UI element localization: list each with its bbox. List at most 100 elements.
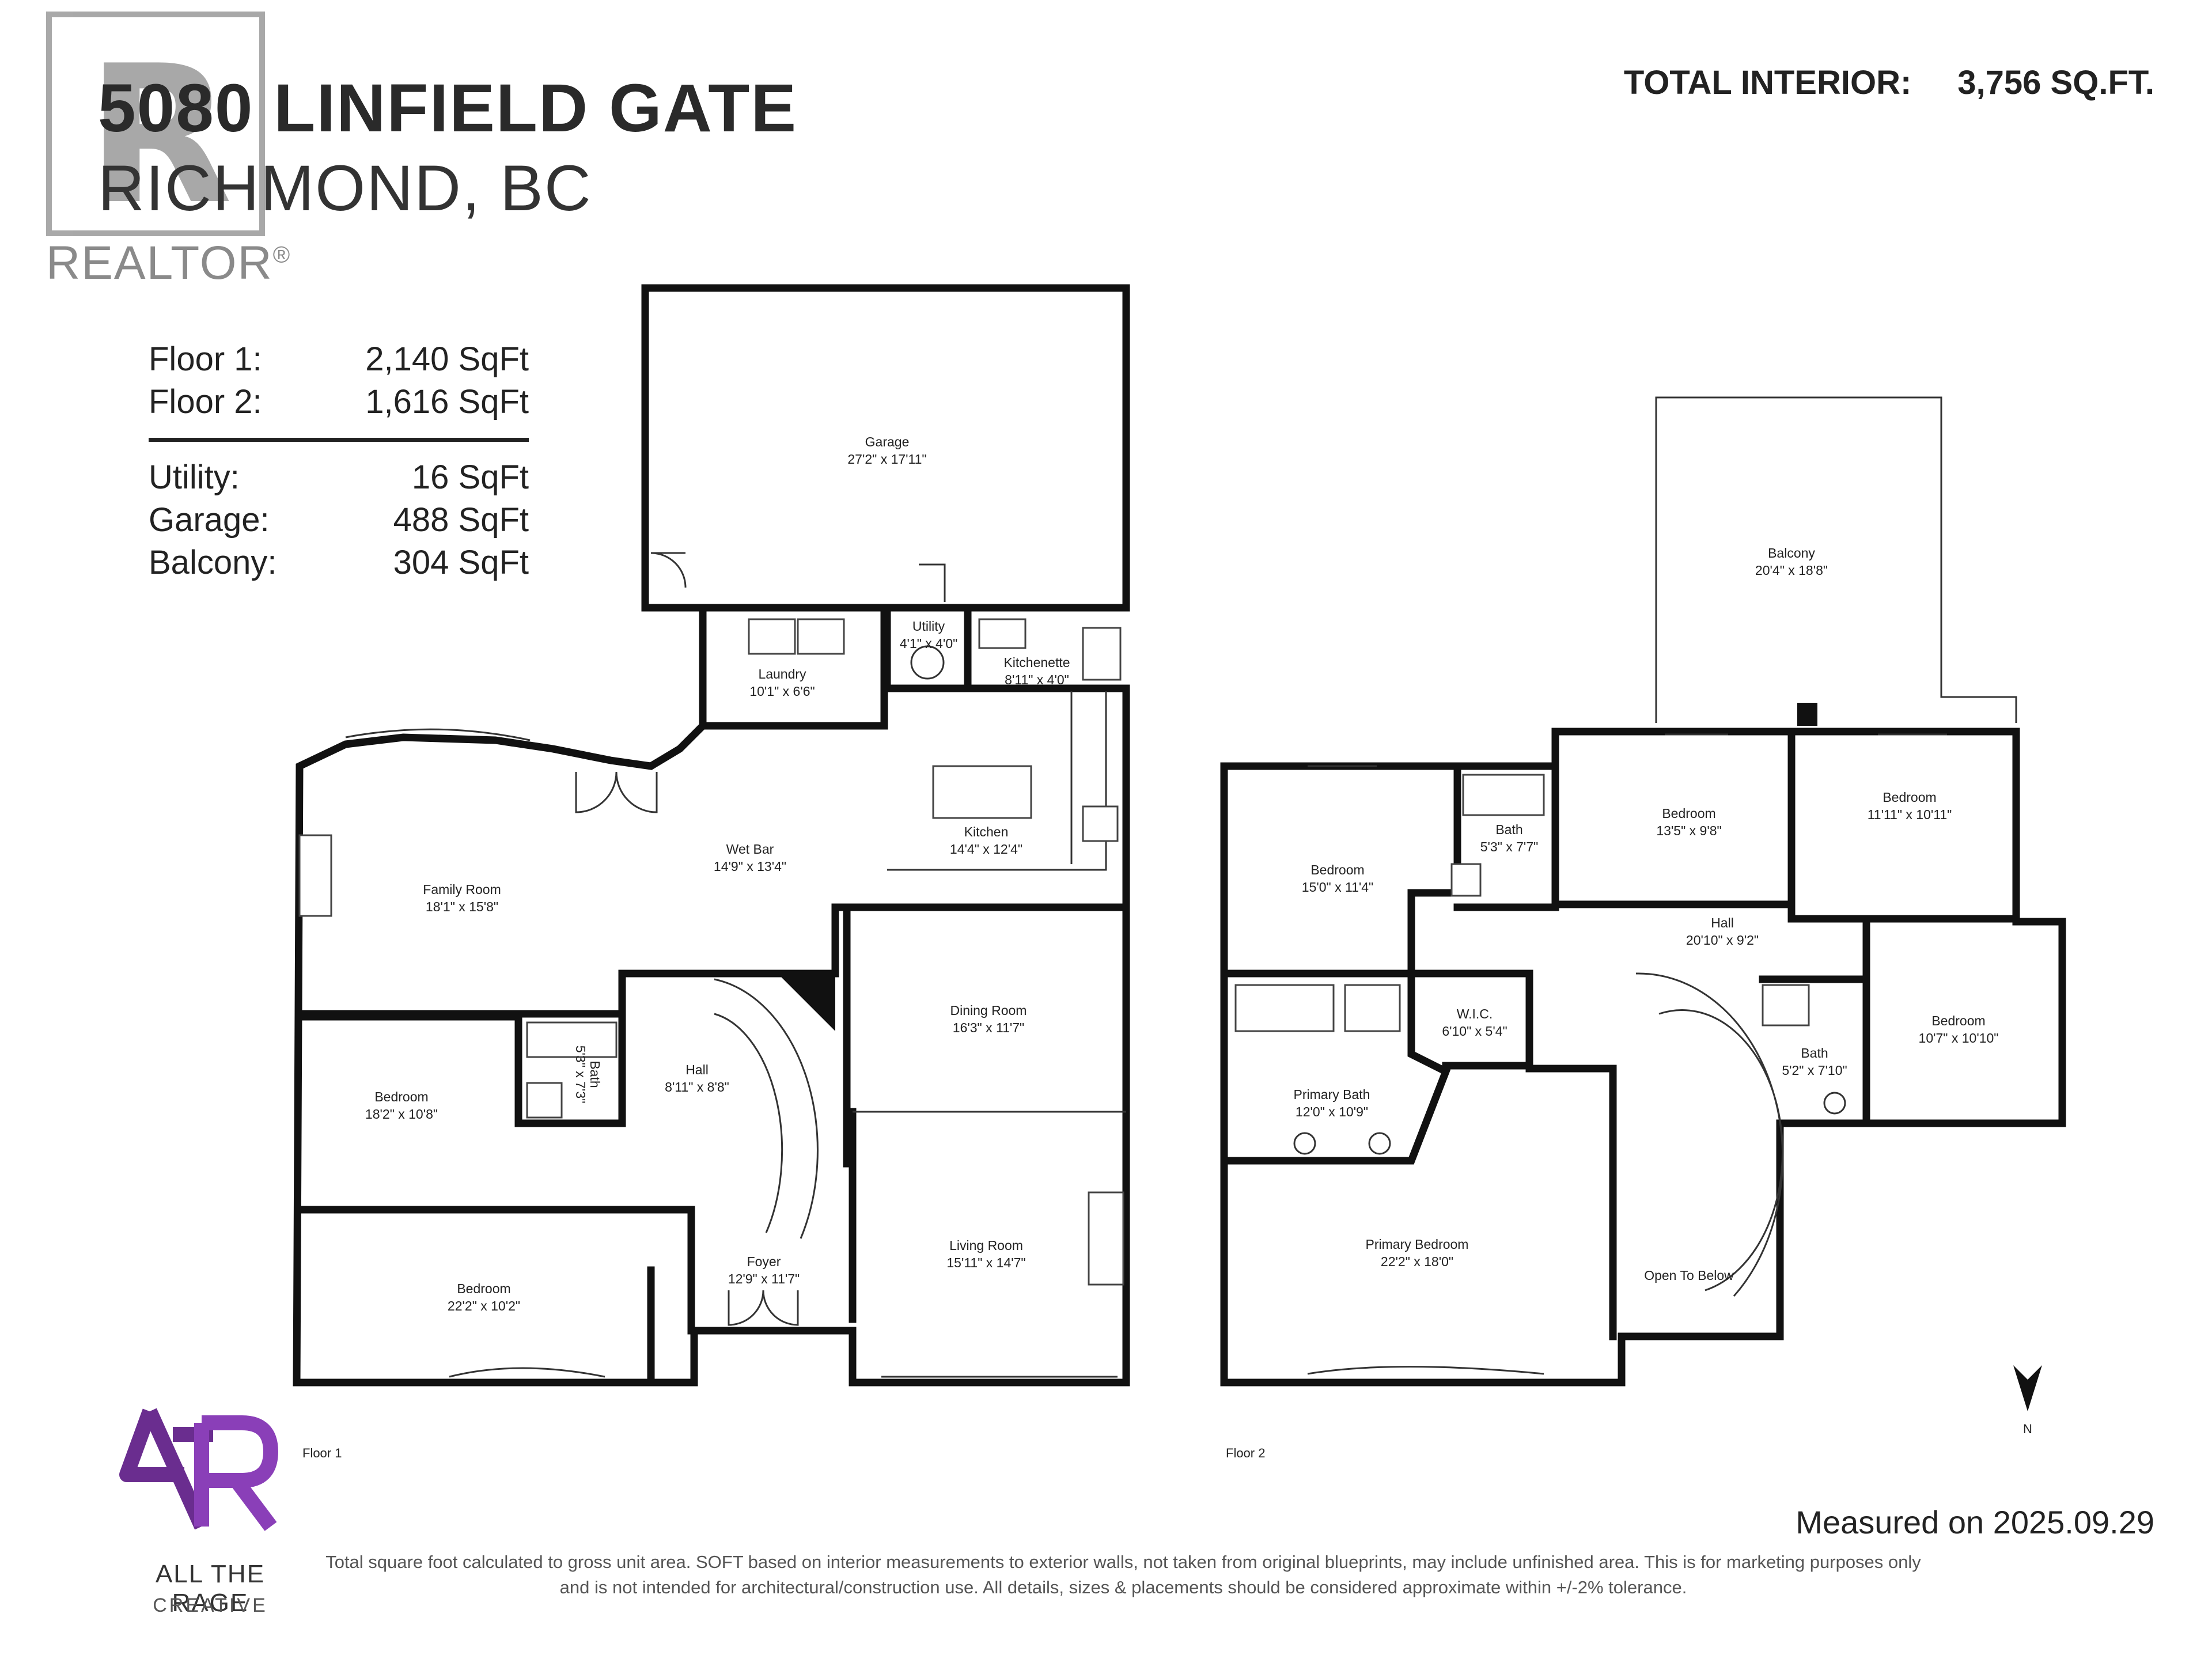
floor-2-plan: Balcony 20'4" x 18'8" Bedroom 13'5" x 9'… — [1220, 396, 2066, 1460]
fireplace-icon — [298, 834, 332, 917]
room-dims: 8'11" x 4'0" — [1005, 672, 1069, 687]
room-dims: 5'3" x 7'7" — [1480, 839, 1539, 854]
realtor-wordmark: REALTOR® — [46, 237, 291, 289]
room-dims: 20'10" x 9'2" — [1686, 933, 1759, 948]
cooktop-icon — [1082, 805, 1119, 842]
kitchen-counter — [887, 691, 1107, 871]
room-dims: 22'2" x 10'2" — [448, 1298, 520, 1313]
room-name: Primary Bath — [1294, 1087, 1370, 1102]
room-dims: 10'7" x 10'10" — [1919, 1031, 1999, 1046]
bay-window — [449, 1367, 605, 1378]
room-dims: 5'3" x 7'3" — [573, 1046, 588, 1104]
balcony-outline — [1655, 396, 2017, 723]
room-dims: 18'1" x 15'8" — [426, 899, 498, 914]
measured-date: Measured on 2025.09.29 — [1796, 1504, 2154, 1540]
toilet-icon — [526, 1082, 563, 1119]
staircase-icon — [714, 978, 819, 1239]
room-name: Open To Below — [1644, 1268, 1734, 1283]
staircase-icon — [1635, 972, 1784, 1297]
all-the-rage-logo — [119, 1408, 278, 1531]
room-dims: 12'0" x 10'9" — [1296, 1104, 1368, 1119]
room-dims: 16'3" x 11'7" — [953, 1020, 1024, 1035]
interior-wall — [1407, 969, 1533, 1070]
room-dims: 5'2" x 7'10" — [1782, 1063, 1847, 1078]
room-dims: 18'2" x 10'8" — [365, 1107, 438, 1122]
interior-wall — [1220, 969, 1451, 1165]
washer-icon — [748, 618, 796, 655]
door-swing — [650, 552, 687, 588]
interior-wall — [296, 1010, 626, 1127]
room-dims: 27'2" x 17'11" — [847, 452, 926, 467]
room-dims: 4'1" x 4'0" — [900, 636, 958, 651]
area-row: Garage:488 SqFt — [149, 501, 529, 539]
room-name: Bath — [1495, 822, 1522, 837]
room-dims: 14'4" x 12'4" — [950, 842, 1022, 857]
room-name: Family Room — [423, 882, 501, 897]
area-summary: Floor 1:2,140 SqFt Floor 2:1,616 SqFt Ut… — [149, 340, 529, 586]
area-row: Utility:16 SqFt — [149, 459, 529, 496]
room-name: Bedroom — [457, 1281, 510, 1296]
total-label: TOTAL INTERIOR: — [1623, 64, 1912, 101]
sink-icon — [1293, 1132, 1316, 1155]
sink-icon — [1823, 1092, 1846, 1115]
disclaimer: Total square foot calculated to gross un… — [325, 1552, 1921, 1597]
room-dims: 15'0" x 11'4" — [1302, 880, 1373, 895]
total-value: 3,756 SQ.FT. — [1957, 64, 2154, 101]
floor-2-exterior-walls — [1220, 728, 2066, 1387]
interior-wall — [1220, 762, 1461, 978]
room-dims: 10'1" x 6'6" — [749, 684, 815, 699]
shower-icon — [1344, 984, 1401, 1032]
room-name: Wet Bar — [726, 842, 774, 857]
room-name: Bath — [1801, 1046, 1828, 1060]
room-name: Hall — [1711, 915, 1734, 930]
sink-icon — [1368, 1132, 1391, 1155]
room-name: Laundry — [758, 666, 806, 681]
realtor-logo: R — [46, 12, 265, 236]
stair-core — [778, 974, 835, 1031]
interior-wall — [1787, 900, 2020, 923]
floor-2-label: Floor 2 — [1226, 1446, 1265, 1460]
fireplace-icon — [1088, 1191, 1124, 1286]
room-dims: 6'10" x 5'4" — [1442, 1024, 1507, 1039]
room-dims: 14'9" x 13'4" — [714, 859, 786, 874]
brand-subtitle: CREATIVE — [153, 1594, 268, 1616]
room-name: Dining Room — [950, 1003, 1027, 1018]
area-row: Balcony:304 SqFt — [149, 544, 529, 581]
area-row: Floor 2:1,616 SqFt — [149, 383, 529, 421]
sink-icon — [978, 618, 1027, 649]
front-door — [728, 1290, 799, 1326]
bathtub-icon — [526, 1021, 618, 1058]
room-name: Bedroom — [1931, 1013, 1985, 1028]
address-line-2: RICHMOND, BC — [98, 152, 592, 224]
interior-wall — [296, 903, 1130, 1018]
room-name: Primary Bedroom — [1366, 1237, 1469, 1252]
floor-1-label: Floor 1 — [302, 1446, 342, 1460]
room-name: Kitchen — [964, 824, 1009, 839]
room-name: Living Room — [949, 1238, 1023, 1253]
bay-window — [345, 728, 531, 741]
room-name: Bedroom — [1310, 862, 1364, 877]
room-name: Bedroom — [1662, 806, 1715, 821]
french-door — [575, 771, 658, 813]
kitchen-island — [932, 765, 1032, 819]
toilet-icon — [1450, 863, 1482, 897]
room-name: Hall — [685, 1062, 709, 1077]
dryer-icon — [797, 618, 845, 655]
floor-1-plan: Garage 27'2" x 17'11" Laundry 10'1" x 6'… — [293, 284, 1130, 1460]
door-swing — [919, 563, 946, 602]
room-name: Garage — [865, 434, 910, 449]
bathtub-icon — [1234, 984, 1335, 1032]
shower-icon — [1762, 984, 1810, 1027]
room-dims: 22'2" x 18'0" — [1381, 1254, 1453, 1269]
water-heater-icon — [910, 645, 945, 680]
window — [1307, 733, 1947, 1375]
address-line-1: 5080 LINFIELD GATE — [98, 70, 798, 146]
kitchenette-walls — [964, 684, 1130, 914]
room-dims: 15'11" x 14'7" — [946, 1255, 1025, 1270]
room-name: Bedroom — [374, 1089, 428, 1104]
room-dims: 20'4" x 18'8" — [1755, 563, 1828, 578]
compass-label: N — [2023, 1422, 2032, 1436]
area-row: Floor 1:2,140 SqFt — [149, 340, 529, 378]
room-name: Bath — [588, 1060, 603, 1088]
room-name: Balcony — [1768, 546, 1815, 560]
